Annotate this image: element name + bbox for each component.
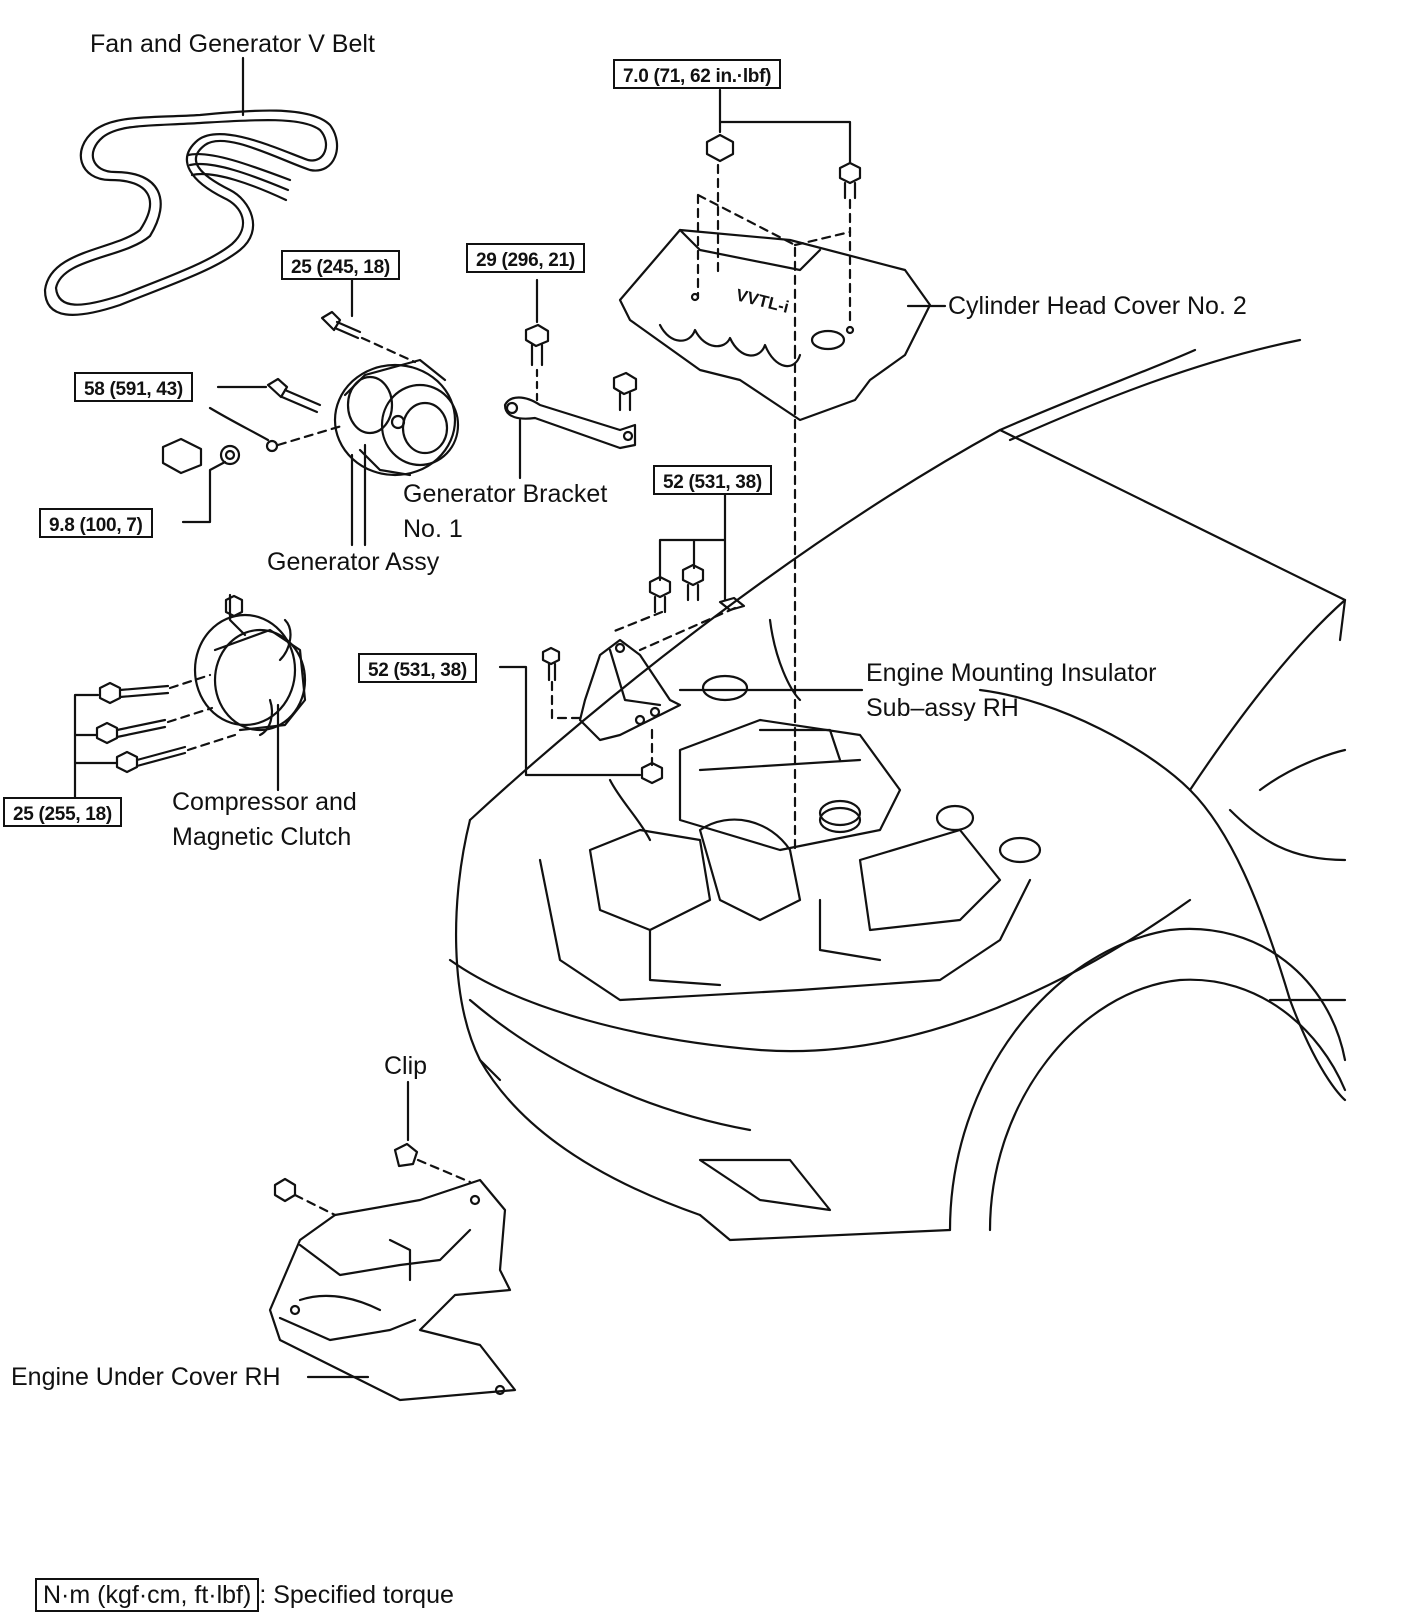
torque-bracket-bolt: 29 (296, 21): [466, 243, 585, 273]
cylinder-head-cover-label: Cylinder Head Cover No. 2: [948, 292, 1247, 320]
cylinder-head-cover-drawing: VVTL-i: [618, 228, 932, 422]
generator-drawing: [333, 358, 460, 477]
compressor-label-line1: Compressor and: [172, 788, 357, 816]
bracket-bolt-left: [524, 323, 550, 367]
cover-bolt: [838, 161, 862, 200]
car-body-drawing: [448, 338, 1347, 1242]
under-cover-drawing: [268, 1178, 517, 1402]
engine-under-cover-label: Engine Under Cover RH: [11, 1363, 281, 1391]
compressor-bolts: [95, 681, 187, 774]
torque-generator-lower: 58 (591, 43): [74, 372, 193, 402]
cover-nut: [705, 133, 735, 163]
undercover-clips: [273, 1142, 419, 1203]
torque-mount-upper: 52 (531, 38): [653, 465, 772, 495]
engine-mount-label-line1: Engine Mounting Insulator: [866, 659, 1157, 687]
torque-cover-bolts: 7.0 (71, 62 in.·lbf): [613, 59, 782, 89]
torque-mount-lower: 52 (531, 38): [358, 653, 477, 683]
generator-lower-bolt: [266, 377, 322, 414]
legend-text: : Specified torque: [259, 1581, 454, 1609]
v-belt-label: Fan and Generator V Belt: [90, 30, 375, 58]
generator-assy-label: Generator Assy: [267, 548, 440, 576]
bracket-drawing: [503, 396, 637, 450]
compressor-drawing: [193, 593, 307, 737]
mount-bolts: [541, 563, 746, 785]
torque-generator-upper: 25 (245, 18): [281, 250, 400, 280]
generator-bracket-label-line2: No. 1: [403, 515, 463, 543]
v-belt-drawing: [43, 109, 339, 316]
torque-legend: N·m (kgf·cm, ft·lbf): Specified torque: [35, 1578, 454, 1612]
svg-text:VVTL-i: VVTL-i: [734, 285, 791, 316]
bracket-bolt-right: [612, 371, 638, 412]
clip-label: Clip: [384, 1052, 428, 1080]
torque-terminal-nut: 9.8 (100, 7): [39, 508, 153, 538]
generator-bracket-label-line1: Generator Bracket: [403, 480, 608, 508]
compressor-label-line2: Magnetic Clutch: [172, 823, 352, 851]
legend-unit-box: N·m (kgf·cm, ft·lbf): [35, 1578, 260, 1612]
generator-upper-bolt: [320, 310, 362, 340]
engine-mount-label-line2: Sub–assy RH: [866, 694, 1019, 722]
torque-compressor-bolts: 25 (255, 18): [3, 797, 122, 827]
